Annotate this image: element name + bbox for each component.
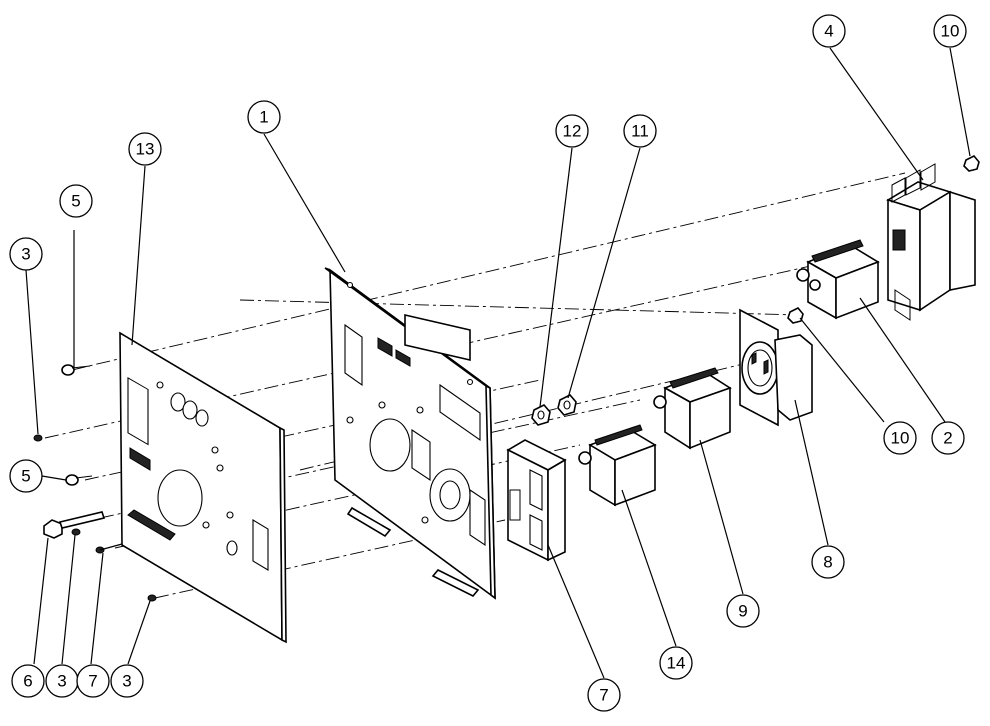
svg-text:4: 4 <box>824 22 833 41</box>
callout-5-lower: 5 <box>9 459 43 493</box>
svg-text:5: 5 <box>71 192 80 211</box>
callout-11: 11 <box>623 114 657 148</box>
callout-1: 1 <box>247 100 281 134</box>
callout-14: 14 <box>659 646 693 680</box>
double-pole-breaker-4 <box>886 163 976 321</box>
svg-text:3: 3 <box>21 245 30 264</box>
callout-5-upper: 5 <box>59 184 93 218</box>
twist-lock-receptacle <box>739 308 813 427</box>
screw-7 <box>95 543 123 554</box>
svg-text:3: 3 <box>57 672 66 691</box>
svg-text:2: 2 <box>943 429 952 448</box>
svg-text:11: 11 <box>631 122 649 141</box>
svg-text:9: 9 <box>738 602 747 621</box>
svg-text:12: 12 <box>563 122 582 141</box>
gfci-duplex-receptacle <box>506 439 567 562</box>
screw-3-b <box>71 528 81 536</box>
svg-text:7: 7 <box>88 672 97 691</box>
hex-nut-10-lower <box>787 307 804 324</box>
leader-lines <box>25 47 971 679</box>
callout-12: 12 <box>555 114 589 148</box>
screw-3-c <box>147 594 157 602</box>
svg-text:3: 3 <box>122 672 131 691</box>
callout-9: 9 <box>726 594 760 628</box>
double-pole-breaker-2 <box>796 239 880 320</box>
callout-6: 6 <box>11 664 45 698</box>
callout-4: 4 <box>812 14 846 48</box>
single-pole-breaker-9 <box>653 367 732 450</box>
screw-3-a <box>33 434 43 442</box>
svg-text:5: 5 <box>21 467 30 486</box>
callout-7-gfci: 7 <box>587 678 621 712</box>
front-panel-plate <box>119 331 287 644</box>
svg-text:6: 6 <box>23 672 32 691</box>
callout-7-bottom: 7 <box>76 664 110 698</box>
bolt-6 <box>43 511 106 539</box>
svg-text:13: 13 <box>136 140 155 159</box>
callout-3-bottom-b: 3 <box>110 664 144 698</box>
svg-text:1: 1 <box>259 108 268 127</box>
callout-3-bottom-a: 3 <box>45 664 79 698</box>
callout-3-left: 3 <box>9 237 43 271</box>
mounting-plate <box>324 267 496 600</box>
svg-text:7: 7 <box>599 686 608 705</box>
hex-nut-10-upper <box>963 155 980 172</box>
callout-10-mid: 10 <box>883 421 917 455</box>
svg-text:10: 10 <box>941 22 960 41</box>
callout-8: 8 <box>811 545 845 579</box>
screw-5-lower <box>65 474 93 486</box>
hex-nut-11 <box>557 394 577 416</box>
screw-5-upper <box>61 230 91 376</box>
callout-2: 2 <box>931 421 965 455</box>
callout-13: 13 <box>128 132 162 166</box>
hex-nut-12 <box>531 404 551 426</box>
svg-text:8: 8 <box>823 553 832 572</box>
single-pole-breaker-14 <box>578 424 657 507</box>
svg-text:10: 10 <box>891 429 910 448</box>
svg-text:14: 14 <box>667 654 686 673</box>
callout-10-top: 10 <box>933 14 967 48</box>
